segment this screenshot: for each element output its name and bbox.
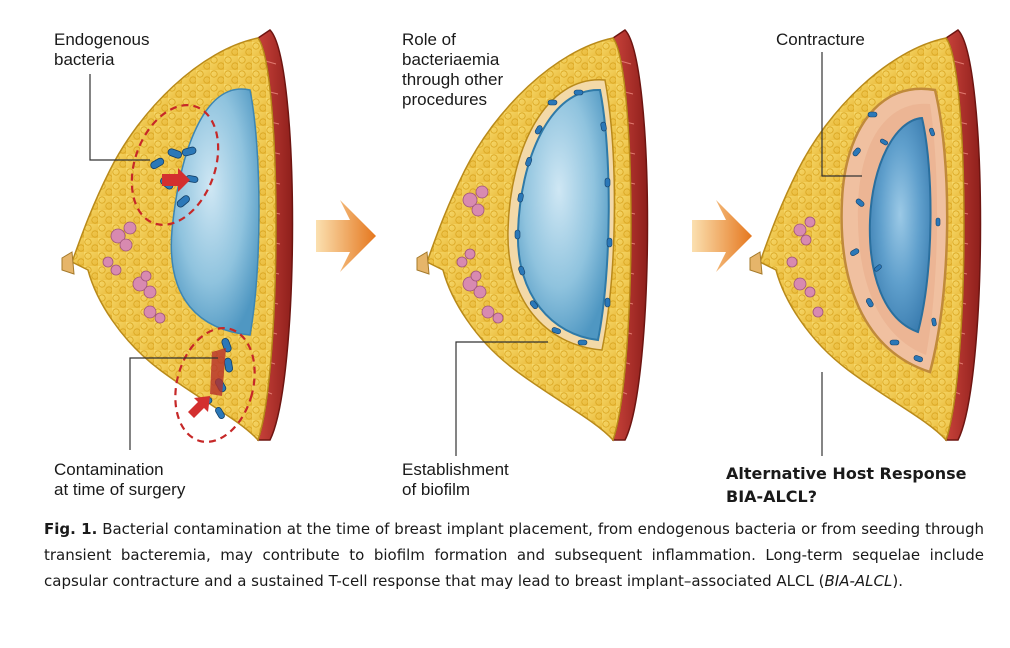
leader-biofilm — [455, 341, 548, 456]
red-arrow-top — [162, 168, 190, 192]
leader-endogenous — [89, 74, 150, 161]
mammary-glands — [786, 216, 824, 318]
panel-3-breast — [749, 29, 982, 456]
label-bacteriaemia: Role of bacteriaemia through other proce… — [402, 30, 504, 109]
breast-implant-figure — [61, 29, 982, 456]
inflammatory-cells — [850, 111, 941, 363]
label-contamination-surgery: Contamination at time of surgery — [54, 460, 186, 499]
dashed-circle-top — [130, 104, 220, 226]
progress-arrow-1 — [316, 200, 376, 272]
panel-2-breast — [416, 29, 649, 456]
mammary-glands — [456, 185, 504, 324]
figure-caption: Fig. 1. Bacterial contamination at the t… — [44, 516, 984, 594]
implant — [516, 88, 610, 342]
label-establishment-biofilm: Establishment of biofilm — [402, 460, 509, 499]
dashed-circle-bottom — [174, 327, 256, 443]
panel-1-breast — [61, 29, 294, 450]
implant — [868, 116, 932, 334]
label-endogenous-bacteria: Endogenous bacteria — [54, 30, 150, 69]
caption-italic-term: BIA-ALCL — [824, 572, 893, 590]
leader-surgery — [129, 357, 218, 450]
progress-arrow-2 — [692, 200, 752, 272]
label-contracture: Contracture — [776, 30, 865, 49]
biofilm-bacteria — [514, 89, 613, 346]
red-arrow-bottom — [188, 396, 210, 418]
caption-figure-number: Fig. 1. — [44, 520, 98, 538]
label-alternative-host-response: Alternative Host Response BIA-ALCL? — [726, 464, 967, 506]
caption-text-end: ). — [892, 572, 903, 590]
caption-text: Bacterial contamination at the time of b… — [44, 520, 985, 590]
leader-contracture — [821, 52, 862, 177]
mammary-glands — [102, 221, 166, 324]
